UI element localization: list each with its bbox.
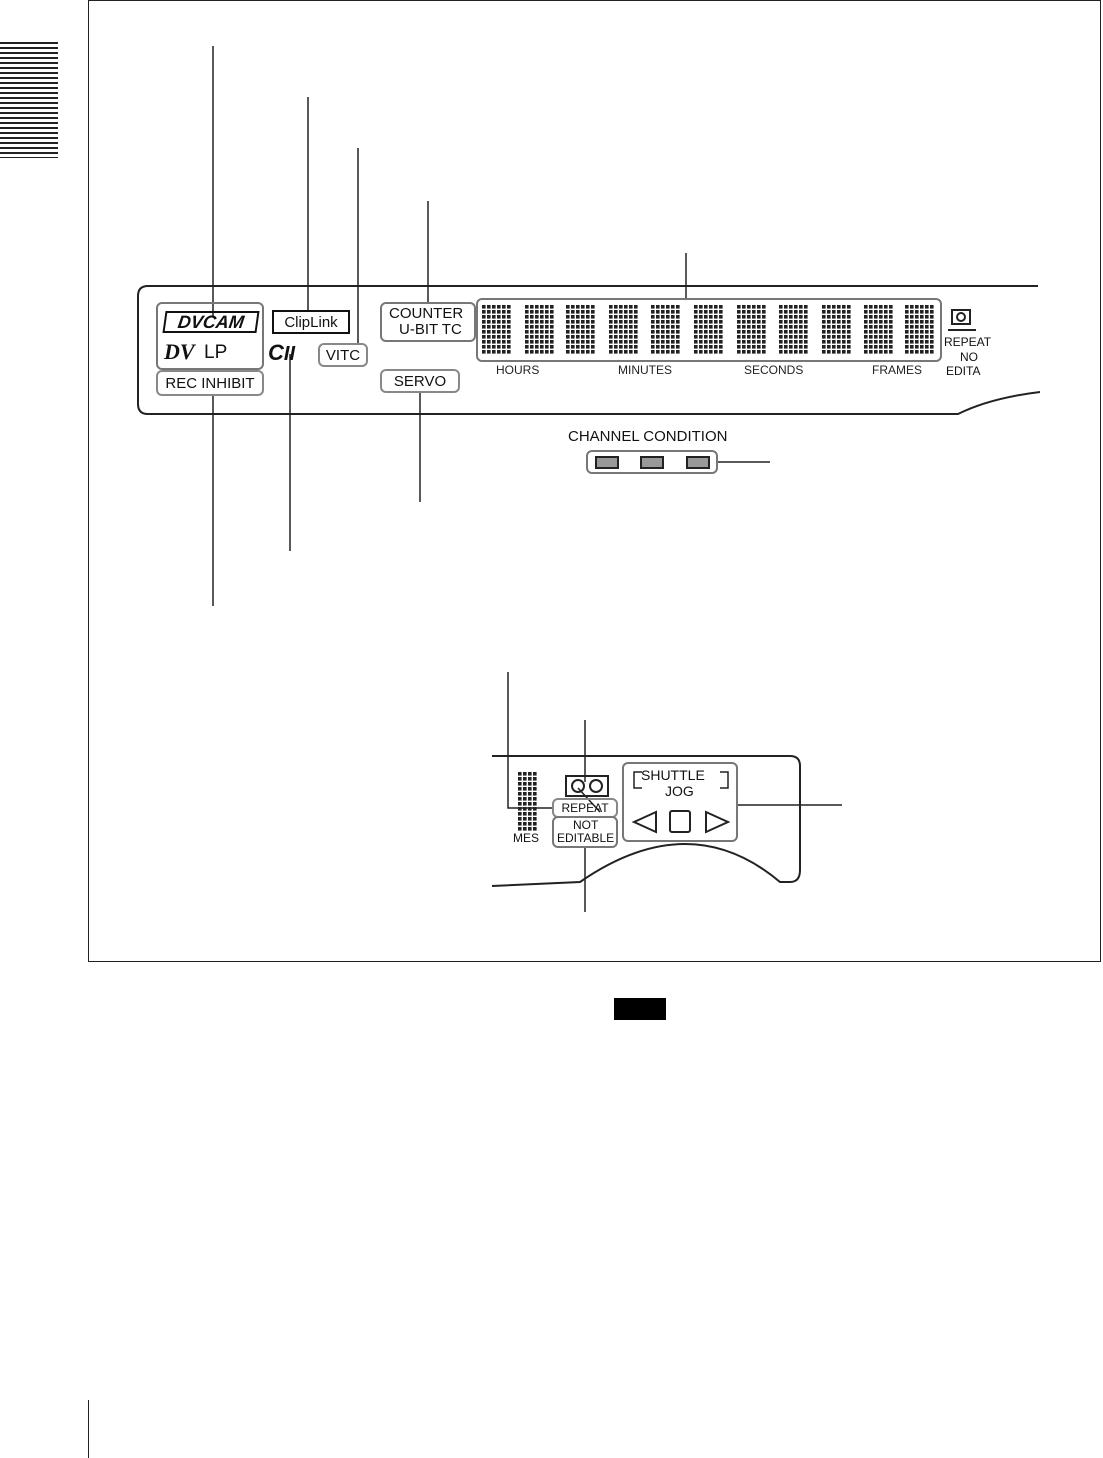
format-indicator-group <box>156 302 264 370</box>
cm-logo-glyph: CII <box>268 340 295 365</box>
tape-icon <box>951 309 971 325</box>
rec-inhibit-indicator: REC INHIBIT <box>156 370 264 396</box>
not-editable-indicator <box>552 816 618 848</box>
page-margin-line <box>88 1400 89 1458</box>
section-thumb-tab <box>0 42 58 158</box>
channel-condition-segment-3 <box>686 456 710 469</box>
repeat-label-top: REPEAT <box>944 335 992 349</box>
figure-frame <box>88 0 1101 962</box>
repeat-label-bottom: REPEAT <box>561 801 609 815</box>
dot-matrix-digit-2 <box>525 305 554 354</box>
counter-label: COUNTER <box>389 305 464 322</box>
timecode-display-frame <box>476 298 942 362</box>
counter-mode-indicator <box>380 302 476 342</box>
stop-square <box>669 810 691 833</box>
timecode-dot-matrix <box>482 305 934 354</box>
top-panel-outline <box>137 285 1041 415</box>
servo-label: SERVO <box>393 372 447 390</box>
callout-lines-bottom <box>507 672 842 912</box>
unit-hours: HOURS <box>496 363 540 377</box>
dot-matrix-digit-1 <box>482 305 511 354</box>
vitc-label: VITC <box>325 346 361 364</box>
channel-condition-segment-2 <box>640 456 664 469</box>
mes-dot-matrix-cell <box>518 772 537 831</box>
callout-lines-top <box>212 46 770 606</box>
channel-condition-label: CHANNEL CONDITION <box>568 428 728 445</box>
mes-label: MES <box>513 831 540 845</box>
note-heading-block <box>614 998 666 1020</box>
dot-matrix-digit-10 <box>864 305 893 354</box>
dot-matrix-digit-8 <box>779 305 808 354</box>
unit-frames: FRAMES <box>872 363 923 377</box>
transport-symbols <box>631 810 731 834</box>
dvcam-logo-text: DVCAM <box>176 311 246 332</box>
forward-triangle <box>705 810 731 834</box>
repeat-indicator-bottom: REPEAT <box>552 798 618 818</box>
mes-dot-matrix <box>518 772 537 831</box>
channel-condition-segment-1 <box>595 456 619 469</box>
lp-indicator: LP <box>204 342 228 363</box>
jog-label: JOG <box>665 783 694 799</box>
bottom-panel-outline <box>491 755 801 887</box>
cassette-icon <box>565 775 609 797</box>
rewind-triangle <box>631 810 657 834</box>
servo-indicator: SERVO <box>380 369 460 393</box>
dv-logo: DV <box>164 339 195 364</box>
cliplink-label: ClipLink <box>284 313 338 331</box>
shuttle-label: SHUTTLE <box>641 767 705 783</box>
dot-matrix-digit-3 <box>566 305 595 354</box>
unit-seconds: SECONDS <box>744 363 804 377</box>
dot-matrix-digit-9 <box>822 305 851 354</box>
dot-matrix-digit-4 <box>609 305 638 354</box>
dot-matrix-digit-6 <box>694 305 723 354</box>
channel-condition-group <box>586 450 718 474</box>
editable-label: EDITABLE <box>557 831 615 845</box>
cliplink-indicator: ClipLink <box>272 310 350 334</box>
dot-matrix-digit-5 <box>651 305 680 354</box>
shuttle-jog-bracket <box>633 771 729 789</box>
dot-matrix-digit-11 <box>905 305 934 354</box>
dot-matrix-digit-7 <box>737 305 766 354</box>
no-label-top: NO <box>960 350 978 364</box>
rec-inhibit-label: REC INHIBIT <box>165 374 255 392</box>
dvcam-logo: DVCAM <box>162 311 260 333</box>
shuttle-jog-indicator <box>622 762 738 842</box>
vitc-indicator: VITC <box>318 343 368 367</box>
unit-minutes: MINUTES <box>618 363 672 377</box>
not-label: NOT <box>573 818 599 832</box>
ubit-tc-label: U-BIT TC <box>399 321 462 338</box>
edita-label-top: EDITA <box>946 364 981 378</box>
